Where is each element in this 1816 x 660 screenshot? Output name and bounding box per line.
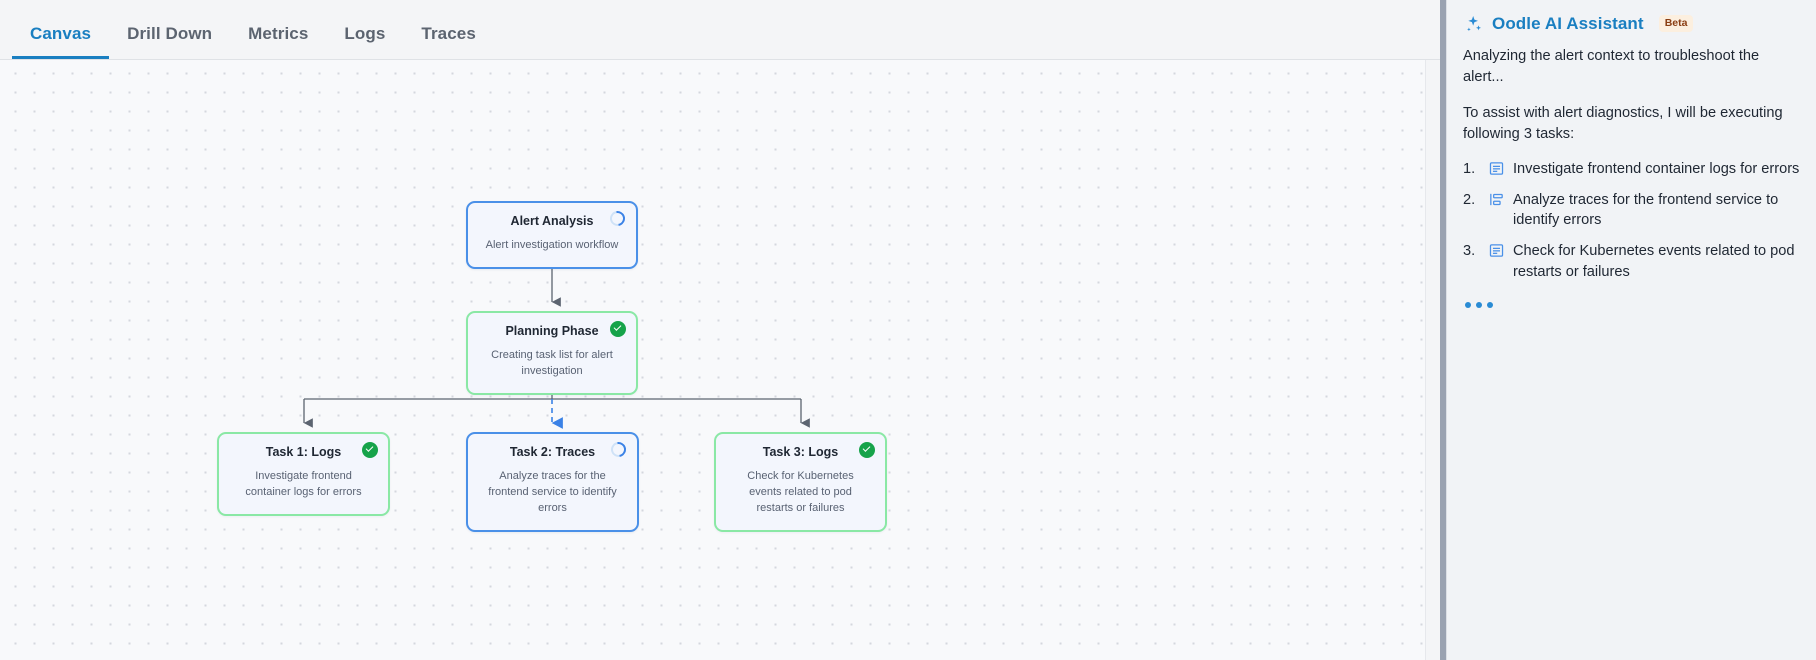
- node-title: Task 2: Traces: [509, 445, 596, 459]
- spinner-icon: [608, 439, 629, 460]
- list-item[interactable]: 1. Investigate frontend container logs f…: [1463, 159, 1800, 180]
- node-alert-analysis[interactable]: Alert Analysis Alert investigation workf…: [466, 201, 638, 269]
- canvas-inner: Alert Analysis Alert investigation workf…: [0, 60, 1440, 660]
- node-title: Task 1: Logs: [265, 445, 342, 459]
- pane-divider[interactable]: [1440, 0, 1446, 660]
- list-item[interactable]: 2. Analyze traces for the frontend servi…: [1463, 190, 1800, 231]
- typing-dot: [1487, 302, 1493, 309]
- ai-intro-line: To assist with alert diagnostics, I will…: [1463, 105, 1783, 143]
- beta-badge: Beta: [1658, 15, 1694, 32]
- tab-metrics[interactable]: Metrics: [248, 24, 309, 43]
- logs-icon: [1488, 160, 1505, 177]
- node-title: Task 3: Logs: [762, 445, 839, 459]
- task-number: 2.: [1463, 191, 1476, 208]
- tab-canvas[interactable]: Canvas: [12, 25, 110, 59]
- node-subtitle: Alert investigation workflow: [485, 239, 619, 251]
- task-number: 1.: [1463, 160, 1476, 177]
- ai-status-line: Analyzing the alert context to troublesh…: [1463, 48, 1760, 85]
- task-text: Analyze traces for the frontend service …: [1513, 191, 1779, 229]
- node-title: Planning Phase: [505, 324, 599, 338]
- tab-drill-down[interactable]: Drill Down: [127, 24, 213, 43]
- task-text: Investigate frontend container logs for …: [1513, 160, 1800, 177]
- check-circle-icon: [859, 442, 875, 458]
- workflow-pane: Canvas Drill Down Metrics Logs Traces: [0, 0, 1440, 660]
- typing-dot: [1465, 302, 1471, 309]
- spinner-icon: [607, 208, 628, 229]
- tab-logs[interactable]: Logs: [344, 24, 386, 43]
- node-subtitle: Creating task list for alert investigati…: [491, 349, 613, 377]
- node-subtitle: Investigate frontend container logs for …: [245, 470, 362, 498]
- task-text: Check for Kubernetes events related to p…: [1513, 243, 1795, 280]
- node-subtitle: Analyze traces for the frontend service …: [488, 470, 617, 514]
- logs-icon: [1488, 242, 1505, 259]
- typing-indicator: [1463, 292, 1800, 309]
- typing-dot: [1476, 302, 1482, 309]
- check-circle-icon: [610, 321, 626, 337]
- ai-assistant-title: Oodle AI Assistant: [1492, 14, 1644, 33]
- traces-icon: [1488, 191, 1505, 208]
- ai-assistant-header: Oodle AI Assistant Beta: [1447, 0, 1816, 46]
- workflow-canvas[interactable]: Alert Analysis Alert investigation workf…: [0, 60, 1440, 660]
- tab-traces[interactable]: Traces: [421, 24, 476, 43]
- list-item[interactable]: 3. Check for Kubernetes events related t…: [1463, 241, 1800, 282]
- canvas-horizontal-scrollbar[interactable]: [0, 654, 1425, 660]
- node-subtitle: Check for Kubernetes events related to p…: [747, 470, 854, 514]
- check-circle-icon: [362, 442, 378, 458]
- tab-bar: Canvas Drill Down Metrics Logs Traces: [0, 0, 1440, 60]
- node-task-1-logs[interactable]: Task 1: Logs Investigate frontend contai…: [217, 432, 390, 516]
- ai-assistant-panel: Oodle AI Assistant Beta Analyzing the al…: [1446, 0, 1816, 660]
- ai-assistant-body: Analyzing the alert context to troublesh…: [1447, 46, 1816, 309]
- sparkles-icon: [1463, 14, 1483, 34]
- node-planning-phase[interactable]: Planning Phase Creating task list for al…: [466, 311, 638, 395]
- node-task-3-logs[interactable]: Task 3: Logs Check for Kubernetes events…: [714, 432, 887, 532]
- node-title: Alert Analysis: [510, 214, 594, 228]
- node-task-2-traces[interactable]: Task 2: Traces Analyze traces for the fr…: [466, 432, 639, 532]
- canvas-vertical-scrollbar[interactable]: [1425, 60, 1440, 660]
- ai-task-list: 1. Investigate frontend container logs f…: [1463, 159, 1800, 283]
- task-number: 3.: [1463, 243, 1476, 260]
- edge-layer: [303, 249, 810, 429]
